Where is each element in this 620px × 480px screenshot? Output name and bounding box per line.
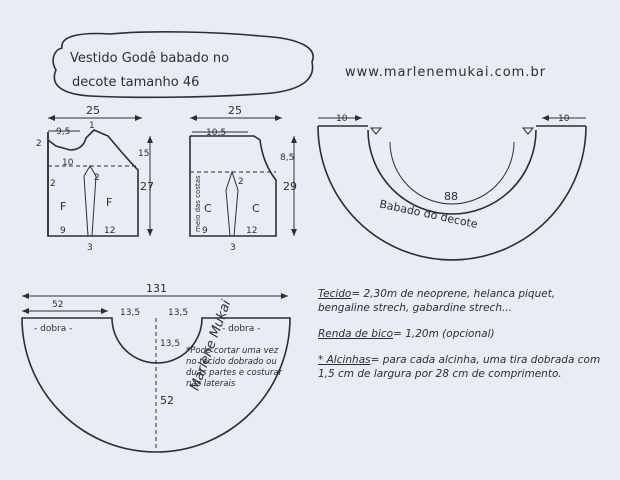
website-url: www.marlenemukai.com.br — [345, 65, 546, 80]
front-mark-2-side: 2 — [50, 179, 56, 189]
skirt-total-width: 131 — [146, 282, 167, 295]
back-height: 29 — [283, 180, 297, 193]
front-mark-10: 10 — [62, 158, 74, 168]
front-mark-15: 15 — [138, 149, 149, 159]
skirt-inner-radius-a: 13,5 — [120, 308, 140, 318]
front-bottom-right: 12 — [104, 226, 115, 236]
skirt-note: *Pode cortar uma vez no tecido dobrado o… — [186, 346, 283, 389]
lace-label: Renda de bico — [318, 328, 394, 340]
skirt-inner-radius-b: 13,5 — [168, 308, 188, 318]
front-bottom-mid: 3 — [87, 243, 93, 253]
back-bottom-mid: 3 — [230, 243, 236, 253]
straps-note: * Alcinhas= para cada alcinha, uma tira … — [318, 353, 608, 381]
ruffle-left-ext: 10 — [336, 114, 348, 124]
skirt-fold-left: - dobra - — [34, 324, 72, 334]
skirt-left-width: 52 — [52, 300, 63, 310]
back-label-c1: C — [204, 202, 212, 215]
fabric-label: Tecido — [318, 288, 352, 300]
back-mark-8-5: 8,5 — [280, 153, 294, 163]
neckline-ruffle: 10 10 88 Babado do decote — [317, 114, 587, 261]
lace-text: = 1,20m (opcional) — [393, 328, 495, 340]
back-fold-label: meio das costas — [194, 175, 202, 232]
straps-text: = para cada alcinha, uma tira dobrada co… — [318, 354, 601, 380]
lace-note: Renda de bico= 1,20m (opcional) — [318, 327, 608, 341]
back-shoulder: 10,5 — [206, 128, 226, 138]
fabric-note: Tecido= 2,30m de neoprene, helanca pique… — [318, 287, 608, 315]
back-mark-2: 2 — [238, 177, 244, 187]
skirt-fold-right: - dobra - — [222, 324, 260, 334]
front-label-f1: F — [60, 200, 66, 213]
front-bodice: 25 9,5 1 2 10 2 2 F F 15 27 9 12 3 — [36, 104, 154, 253]
back-bottom-left: 9 — [202, 226, 208, 236]
front-width: 25 — [86, 104, 100, 117]
skirt-waist-depth: 13,5 — [160, 339, 180, 349]
front-shoulder: 9,5 — [56, 127, 70, 137]
back-bottom-right: 12 — [246, 226, 257, 236]
material-notes: Tecido= 2,30m de neoprene, helanca pique… — [318, 287, 608, 393]
front-mark-1: 1 — [89, 121, 95, 131]
title-line1: Vestido Godê babado no — [70, 51, 229, 66]
front-label-f2: F — [106, 196, 112, 209]
front-mark-2-mid: 2 — [94, 173, 100, 183]
back-label-c2: C — [252, 202, 260, 215]
ruffle-inner-arc: 88 — [444, 190, 458, 203]
skirt-length: 52 — [160, 394, 174, 407]
front-mark-2-left: 2 — [36, 139, 42, 149]
skirt-note-box: *Pode cortar uma vez no tecido dobrado o… — [186, 346, 283, 389]
back-bodice: 25 10,5 meio das costas 2 C C 8,5 29 9 1… — [189, 104, 297, 253]
front-height: 27 — [140, 180, 154, 193]
godet-skirt: 131 52 13,5 13,5 - dobra - - dobra - 13,… — [21, 282, 291, 453]
back-width: 25 — [228, 104, 242, 117]
title-bubble — [52, 31, 314, 99]
straps-label: * Alcinhas — [318, 354, 371, 366]
title-line2: decote tamanho 46 — [72, 75, 199, 90]
front-bottom-left: 9 — [60, 226, 66, 236]
fabric-text: = 2,30m de neoprene, helanca piquet, ben… — [318, 288, 556, 314]
ruffle-right-ext: 10 — [558, 114, 570, 124]
